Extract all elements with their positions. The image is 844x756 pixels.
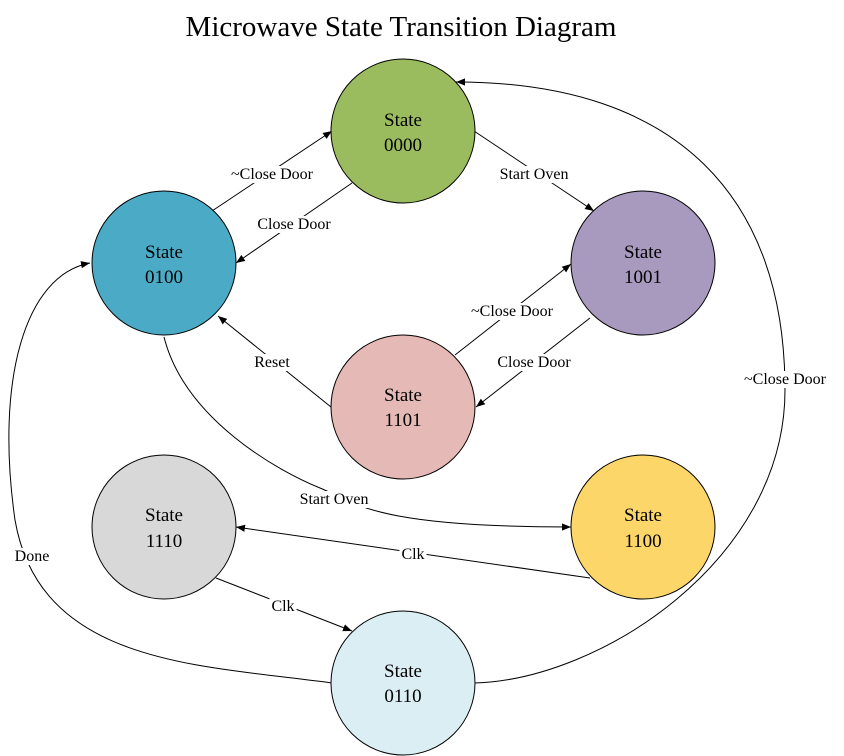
state-label-1100: State <box>624 505 662 526</box>
label-0000-to-0100: Close Door <box>257 216 331 233</box>
state-label-0000: State <box>384 110 422 131</box>
label-backdrop <box>469 303 556 320</box>
state-code-0100: 0100 <box>145 267 183 288</box>
state-circle-1110 <box>91 454 237 600</box>
state-code-1100: 1100 <box>624 531 661 552</box>
state-label-1101: State <box>384 385 422 406</box>
transition-labels: ~Close Door Close Door Start Oven ~Close… <box>12 166 829 615</box>
label-backdrop <box>229 166 316 183</box>
label-0100-to-1100: Start Oven <box>300 491 369 508</box>
label-backdrop <box>255 216 334 233</box>
label-1001-to-1101: Close Door <box>497 354 571 371</box>
state-label-1110: State <box>145 505 183 526</box>
label-0100-to-0000: ~Close Door <box>231 166 314 183</box>
diagram-title: Microwave State Transition Diagram <box>186 11 617 43</box>
label-backdrop <box>742 371 829 388</box>
label-backdrop <box>297 491 371 508</box>
state-node-0100: State 0100 <box>91 190 237 336</box>
state-node-1001: State 1001 <box>570 190 716 336</box>
label-backdrop <box>495 354 574 371</box>
state-circle-0100 <box>91 190 237 336</box>
state-code-0110: 0110 <box>384 686 421 707</box>
state-label-0110: State <box>384 661 422 682</box>
label-1101-to-1001: ~Close Door <box>471 303 554 320</box>
label-backdrop <box>252 354 293 371</box>
state-nodes: State 0000 State 0100 State 1001 State 1… <box>91 58 716 756</box>
edge-0110-to-0000 <box>455 78 786 684</box>
label-1100-to-1110: Clk <box>401 546 424 563</box>
state-circle-0110 <box>330 610 476 756</box>
label-0000-to-1001: Start Oven <box>500 166 569 183</box>
state-circle-1101 <box>330 334 476 480</box>
state-node-1101: State 1101 <box>330 334 476 480</box>
state-code-1101: 1101 <box>384 410 421 431</box>
label-backdrop <box>12 548 52 565</box>
state-circle-1001 <box>570 190 716 336</box>
label-backdrop <box>497 166 571 183</box>
label-backdrop <box>399 546 427 563</box>
state-label-0100: State <box>145 242 183 263</box>
state-node-1110: State 1110 <box>91 454 237 600</box>
state-code-1001: 1001 <box>624 267 662 288</box>
label-1101-to-0100: Reset <box>254 354 290 371</box>
state-circle-0000 <box>330 58 476 204</box>
state-node-0110: State 0110 <box>330 610 476 756</box>
state-code-1110: 1110 <box>146 531 183 552</box>
state-circle-1100 <box>570 454 716 600</box>
label-backdrop <box>269 598 297 615</box>
state-label-1001: State <box>624 242 662 263</box>
edge-0110-to-0100 <box>8 261 333 684</box>
state-node-1100: State 1100 <box>570 454 716 600</box>
state-node-0000: State 0000 <box>330 58 476 204</box>
label-1110-to-0110: Clk <box>271 598 294 615</box>
edge-0100-to-1100 <box>163 336 572 531</box>
label-0110-to-0000: ~Close Door <box>744 371 827 388</box>
label-0110-to-0100: Done <box>15 548 50 565</box>
state-code-0000: 0000 <box>384 135 422 156</box>
